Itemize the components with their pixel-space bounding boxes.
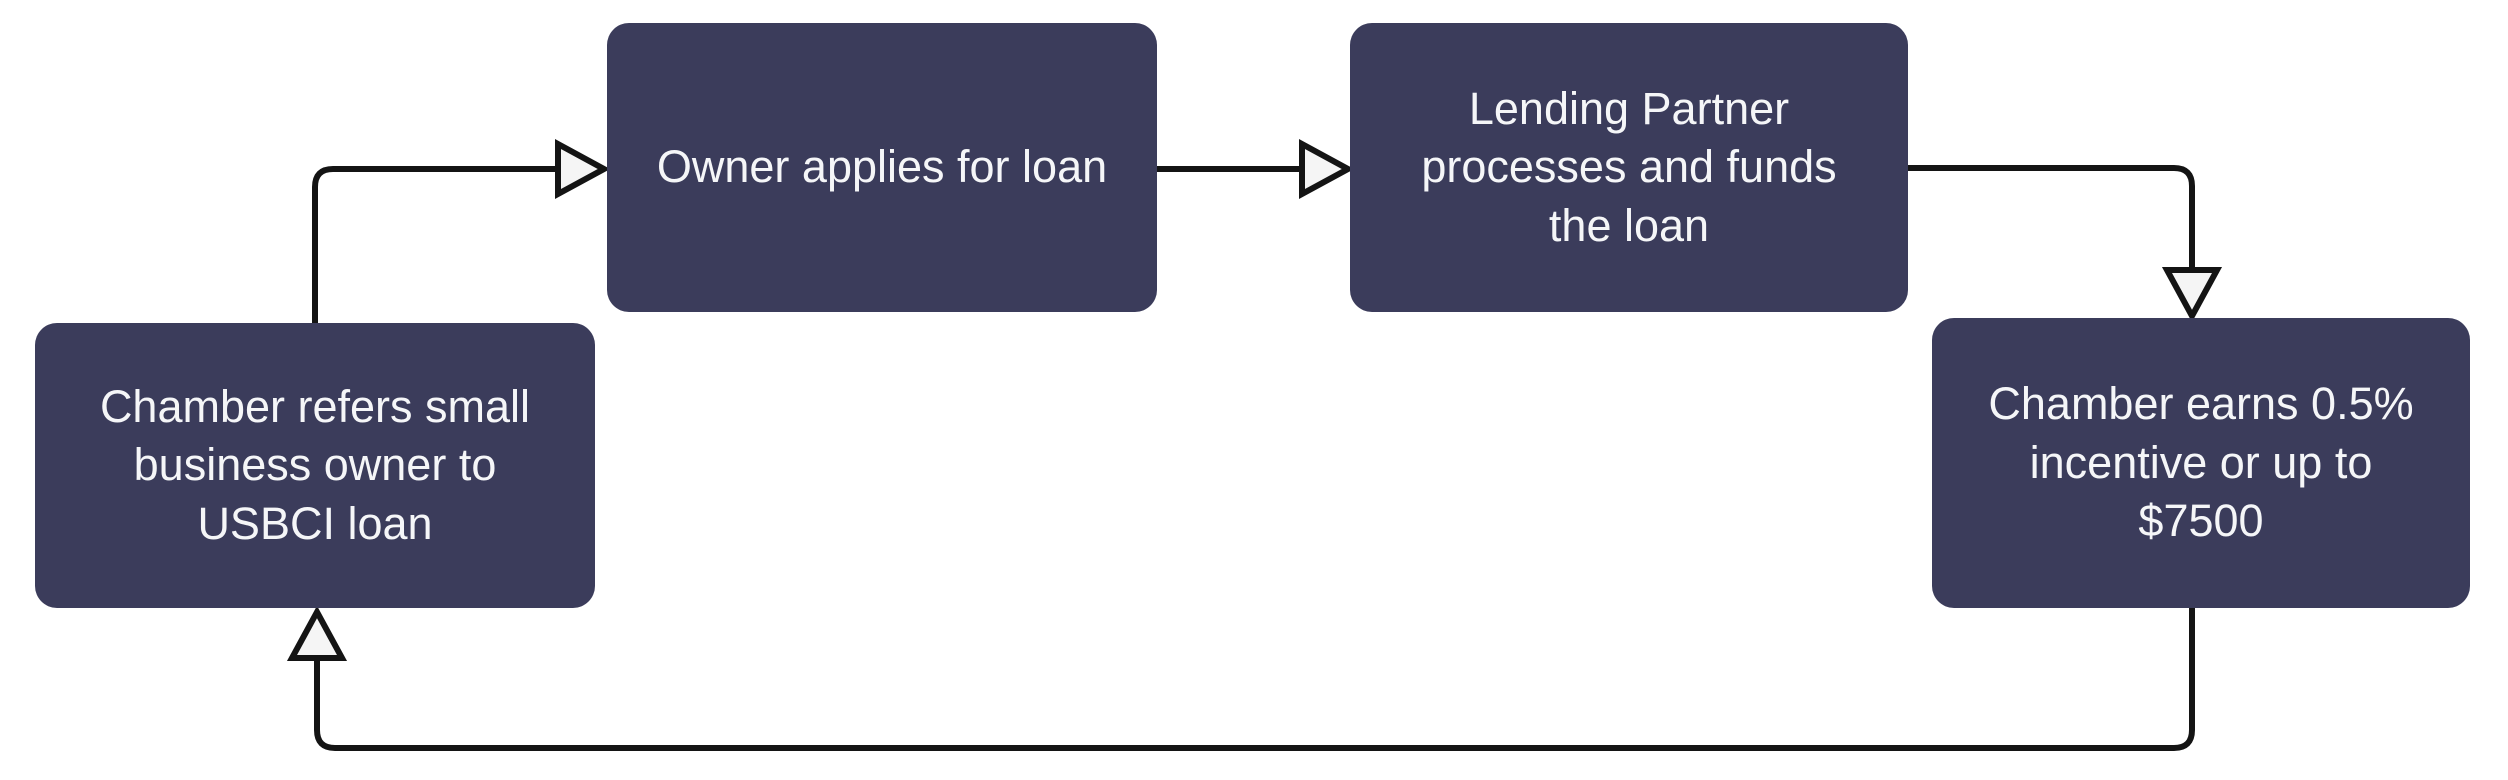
node-owner-applies: Owner applies for loan [607, 23, 1157, 312]
arrowhead-right-icon [555, 138, 611, 200]
node-owner-applies-label: Owner applies for loan [656, 141, 1108, 193]
edge-fund-to-earn [1908, 165, 2195, 270]
node-chamber-earns: Chamber earns 0.5% incentive or up to $7… [1932, 318, 2470, 608]
arrowhead-up-icon [286, 605, 348, 661]
node-chamber-refers: Chamber refers small business owner to U… [35, 323, 595, 608]
node-chamber-refers-label: Chamber refers small business owner to U… [99, 380, 531, 549]
node-lending-partner-label: Lending Partner processes and funds the … [1421, 82, 1837, 251]
arrowhead-down-icon [2161, 267, 2223, 323]
node-chamber-earns-label: Chamber earns 0.5% incentive or up to $7… [1988, 378, 2414, 547]
edge-refer-to-apply [312, 166, 558, 323]
edge-earn-to-refer [314, 608, 2195, 751]
arrowhead-right-icon [1299, 138, 1355, 200]
node-lending-partner: Lending Partner processes and funds the … [1350, 23, 1908, 312]
